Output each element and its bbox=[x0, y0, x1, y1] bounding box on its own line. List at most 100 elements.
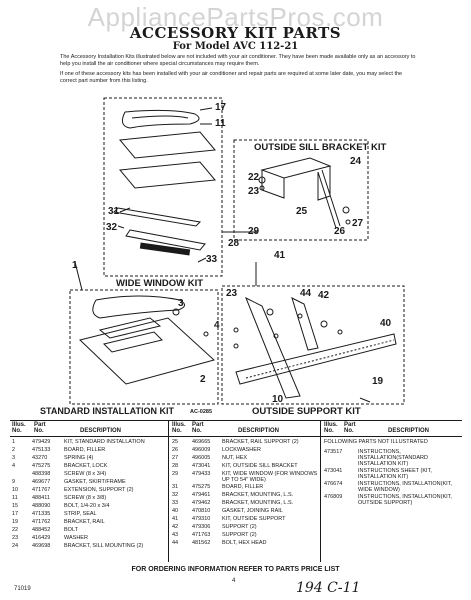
callout-19: 19 bbox=[372, 376, 384, 387]
callout-27: 27 bbox=[352, 218, 364, 229]
part-description: BRACKET, LOCK bbox=[64, 463, 108, 469]
part-description: GASKET, SKIRT/FRAME bbox=[64, 479, 126, 485]
part-description: NUT, HEX bbox=[222, 455, 248, 461]
part-number: 488398 bbox=[32, 471, 51, 477]
callout-10: 10 bbox=[272, 394, 284, 405]
illus-number: 4 bbox=[12, 463, 16, 469]
part-description: KIT, WIDE WINDOW (FOR WINDOWS UP TO 54" … bbox=[222, 471, 318, 483]
not-illustrated-heading: FOLLOWING PARTS NOT ILLUSTRATED bbox=[324, 439, 428, 445]
header-description-2: DESCRIPTION bbox=[238, 428, 280, 434]
illus-number: 42 bbox=[172, 524, 179, 530]
illus-number: 9 bbox=[12, 479, 16, 485]
illus-number: 29 bbox=[172, 471, 179, 477]
callout-31: 31 bbox=[108, 206, 120, 217]
illus-number: 25 bbox=[172, 439, 179, 445]
header-part-no-2: Part No. bbox=[192, 422, 204, 434]
intro-text: The Accessory Installation Kits illustra… bbox=[60, 54, 420, 88]
callout-33: 33 bbox=[206, 254, 218, 265]
part-description: LOCKWASHER bbox=[222, 447, 261, 453]
table-row: 29 479433 KIT, WIDE WINDOW (FOR WINDOWS UP… bbox=[172, 471, 318, 483]
callout-40: 40 bbox=[380, 318, 392, 329]
illus-number: 2 bbox=[12, 447, 16, 453]
illus-number: 41 bbox=[172, 516, 179, 522]
callout-32: 32 bbox=[106, 222, 118, 233]
illus-number: 33 bbox=[172, 500, 179, 506]
header-description-1: DESCRIPTION bbox=[80, 428, 122, 434]
part-number: 473041 bbox=[324, 468, 343, 474]
illus-number: 27 bbox=[172, 455, 179, 461]
part-number: 479306 bbox=[192, 524, 211, 530]
part-number: 471767 bbox=[32, 487, 51, 493]
part-number: 471763 bbox=[192, 532, 211, 538]
callout-1: 1 bbox=[72, 260, 78, 271]
illus-number: 26 bbox=[172, 447, 179, 453]
part-number: 476674 bbox=[324, 481, 343, 487]
outside-support-kit-drawing bbox=[221, 285, 405, 405]
part-number: 488452 bbox=[32, 527, 51, 533]
part-description: BOLT bbox=[64, 527, 78, 533]
illus-number: 3 bbox=[12, 455, 16, 461]
part-description: INSTRUCTIONS, INSTALLATION(KIT, WIDE WIN… bbox=[358, 481, 452, 493]
part-description: SUPPORT (2) bbox=[222, 524, 257, 530]
part-number: 475133 bbox=[32, 447, 51, 453]
part-description: BRACKET, RAIL SUPPORT (2) bbox=[222, 439, 299, 445]
header-illus-no-1: Illus. No. bbox=[12, 422, 26, 434]
ordering-note: FOR ORDERING INFORMATION REFER TO PARTS … bbox=[131, 566, 340, 573]
callout-24: 24 bbox=[350, 156, 362, 167]
page-title: ACCESSORY KIT PARTS bbox=[129, 24, 342, 42]
part-description: KIT, STANDARD INSTALLATION bbox=[64, 439, 145, 445]
part-number: 481562 bbox=[192, 540, 211, 546]
callout-42: 42 bbox=[318, 290, 330, 301]
illus-number: 40 bbox=[172, 508, 179, 514]
model-subtitle: For Model AVC 112-21 bbox=[172, 41, 299, 52]
part-description: INSTRUCTIONS SHEET (KIT, INSTALLATION KI… bbox=[358, 468, 432, 480]
illus-number: 28 bbox=[172, 463, 179, 469]
part-description: BOLT, 1/4-20 x 3/4 bbox=[64, 503, 110, 509]
part-description: INSTRUCTIONS, INSTALLATION(KIT, OUTSIDE … bbox=[358, 494, 452, 506]
document-code: 71019 bbox=[14, 586, 31, 592]
callout-22: 22 bbox=[248, 172, 260, 183]
part-number: 475275 bbox=[192, 484, 211, 490]
part-number: 479461 bbox=[192, 492, 211, 498]
part-number: 488411 bbox=[32, 495, 50, 501]
table-row: 476674 INSTRUCTIONS, INSTALLATION(KIT, WI… bbox=[324, 481, 460, 493]
illus-number: 31 bbox=[172, 484, 179, 490]
standard-kit-label: STANDARD INSTALLATION KIT bbox=[40, 406, 174, 416]
part-description: KIT, OUTSIDE SILL BRACKET bbox=[222, 463, 298, 469]
callout-28: 28 bbox=[228, 238, 240, 249]
part-number: 473517 bbox=[324, 449, 343, 455]
standard-installation-kit-drawing bbox=[69, 289, 219, 405]
part-description: GASKET, JOINING RAIL bbox=[222, 508, 283, 514]
part-number: 471335 bbox=[32, 511, 51, 517]
header-part-no-1: Part No. bbox=[34, 422, 46, 434]
part-description: INSTRUCTIONS, INSTALLATION(STANDARD INST… bbox=[358, 449, 428, 467]
illus-number: 10 bbox=[12, 487, 19, 493]
part-number: 479310 bbox=[192, 516, 211, 522]
illus-number: 43 bbox=[172, 532, 179, 538]
part-number: 479462 bbox=[192, 500, 211, 506]
outside-sill-bracket-kit-drawing bbox=[233, 139, 369, 241]
part-description: WASHER bbox=[64, 535, 88, 541]
callout-26: 26 bbox=[334, 226, 346, 237]
part-number: 469698 bbox=[32, 543, 51, 549]
handwritten-note: 194 C-11 bbox=[296, 580, 361, 596]
part-description: STRIP, SEAL bbox=[64, 511, 97, 517]
part-number: 479433 bbox=[192, 471, 211, 477]
part-description: BRACKET, SILL MOUNTING (2) bbox=[64, 543, 144, 549]
